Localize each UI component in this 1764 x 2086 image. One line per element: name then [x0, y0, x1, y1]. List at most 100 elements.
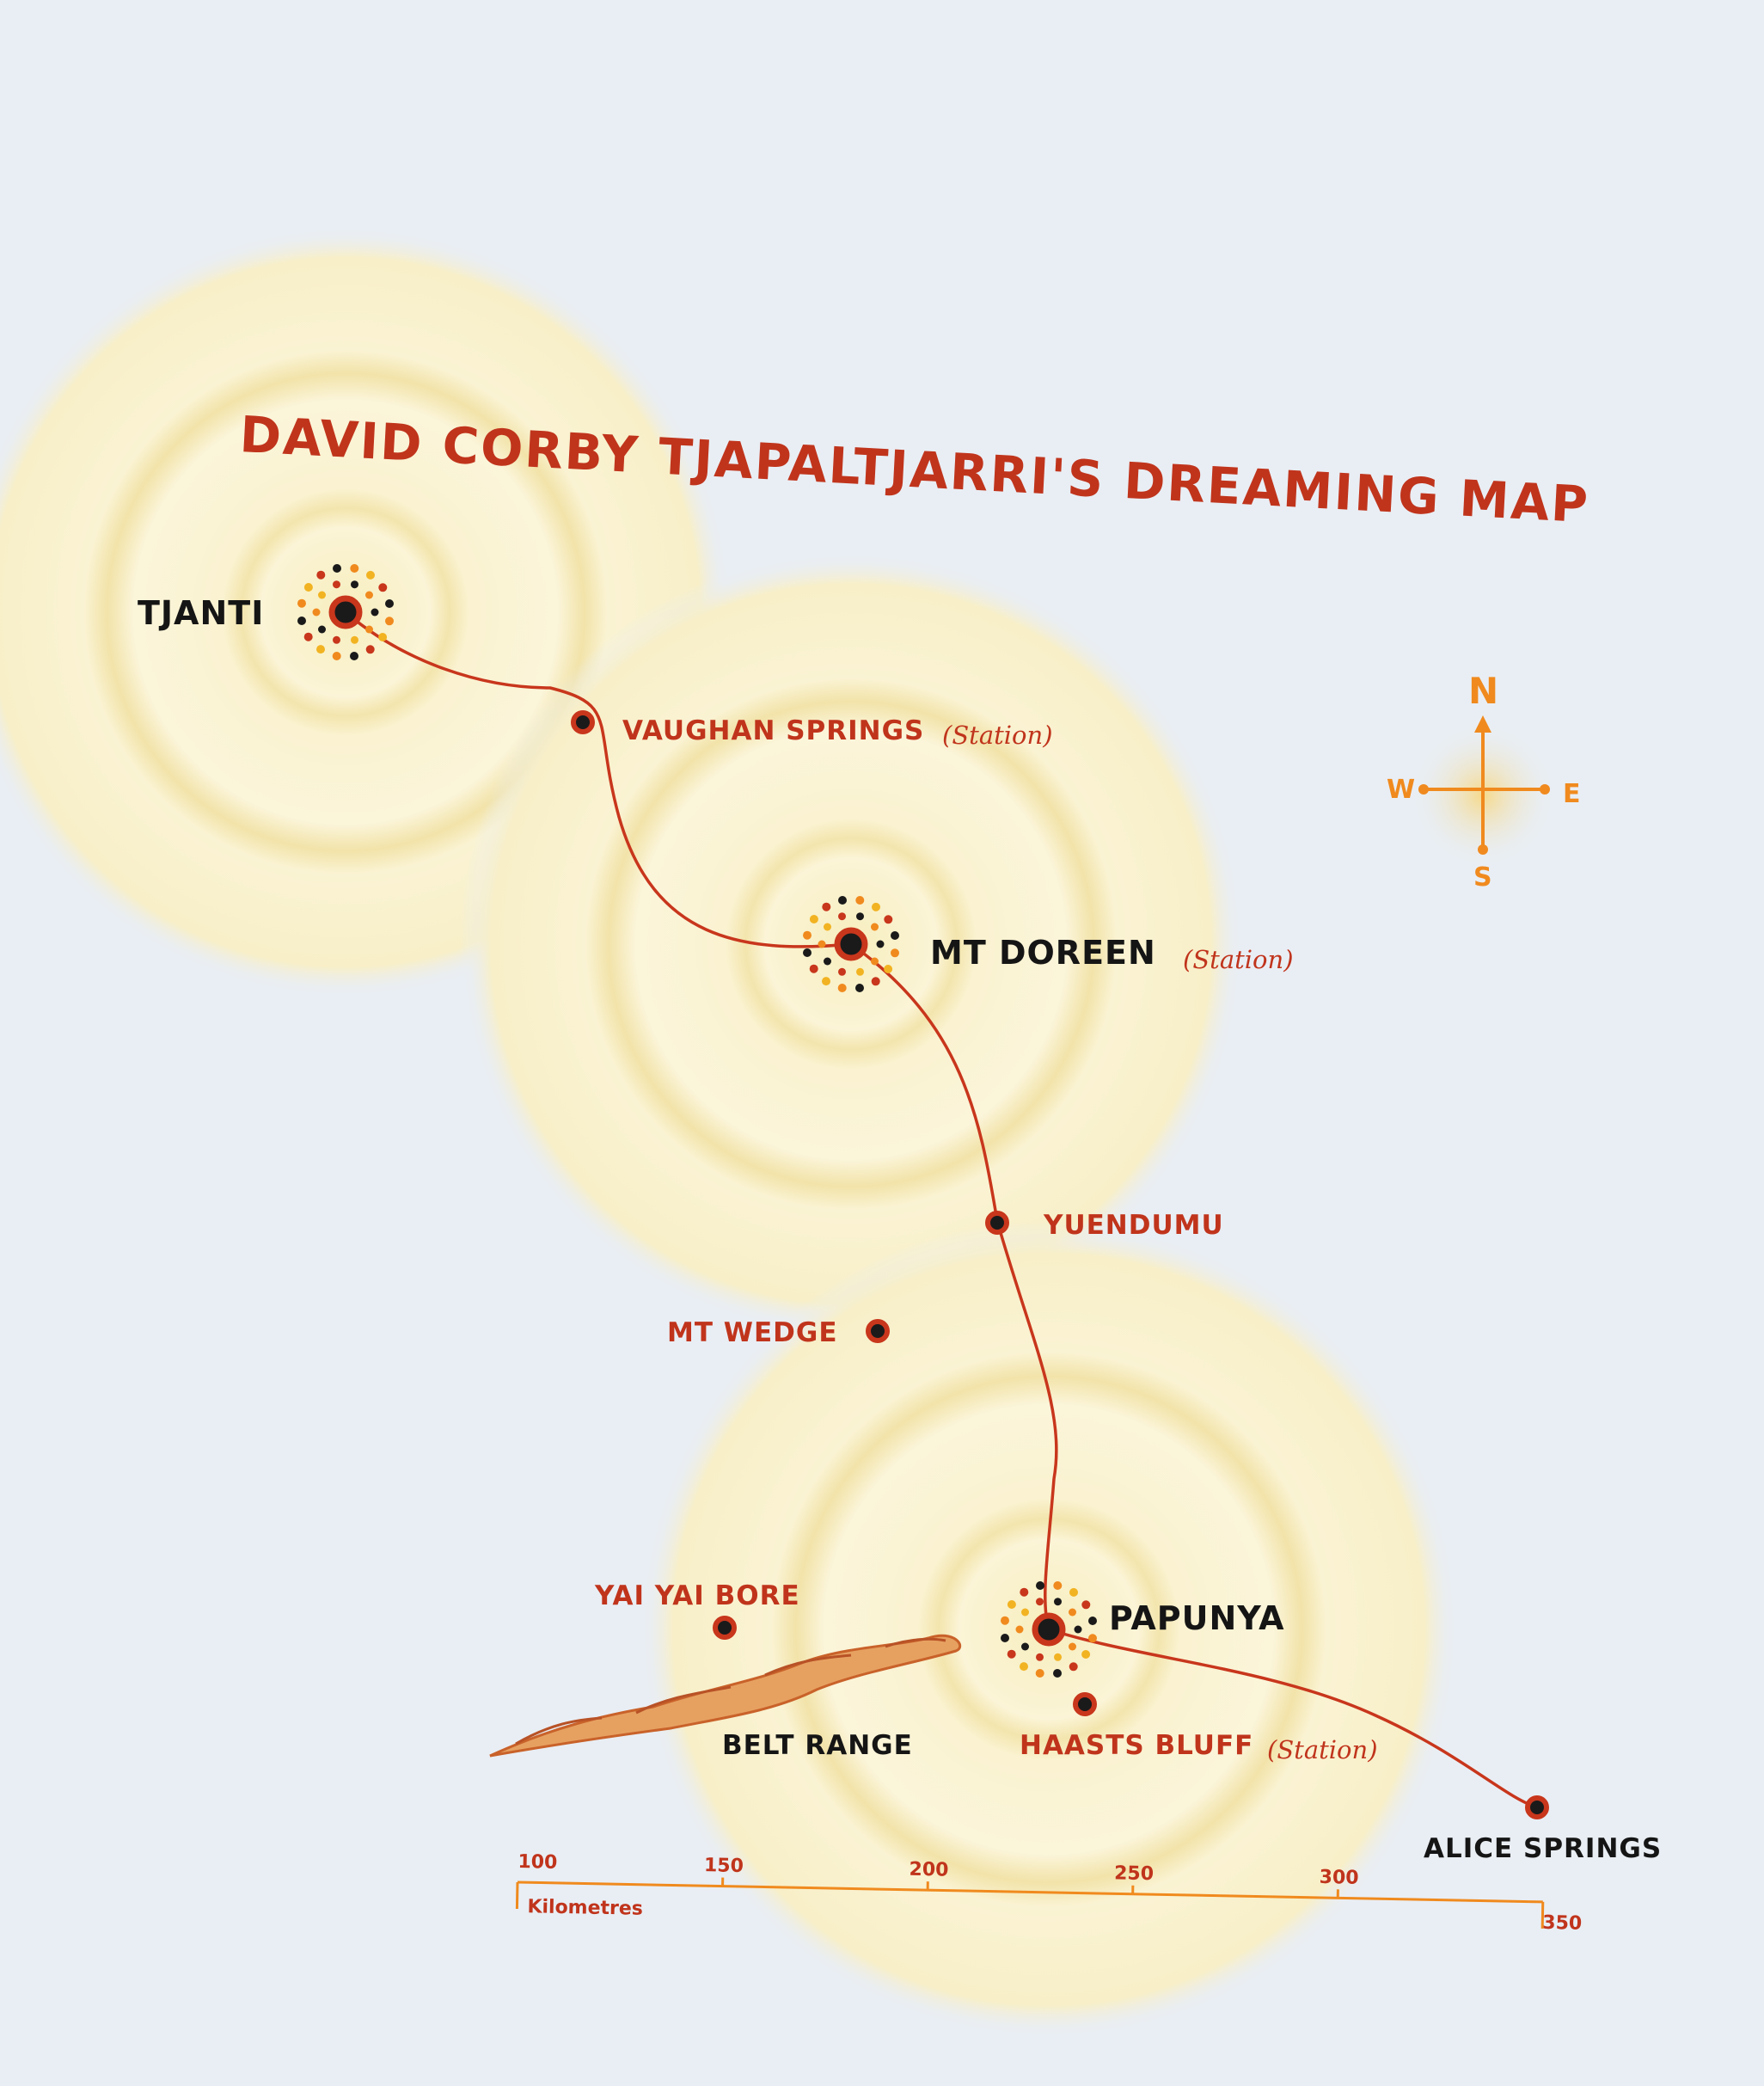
ring-dot — [824, 923, 831, 931]
scale-tick-label: 250 — [1114, 1862, 1154, 1885]
ring-dot — [318, 626, 326, 634]
ring-dot — [1021, 1609, 1029, 1617]
scale-tick-label: 300 — [1319, 1867, 1358, 1889]
ring-dot — [351, 580, 358, 588]
ring-dot — [366, 645, 375, 653]
ring-dot — [822, 977, 830, 985]
scale-tick-label: 100 — [518, 1851, 557, 1874]
ring-dot — [385, 617, 394, 625]
place-marker-haasts-bluff[interactable] — [1075, 1695, 1094, 1714]
ring-dot — [810, 915, 818, 923]
ring-dot — [803, 931, 812, 940]
ring-dot — [838, 896, 847, 905]
ring-dot — [318, 592, 326, 599]
ring-dot — [1053, 1581, 1062, 1590]
compass-south-label: S — [1473, 862, 1492, 893]
ring-dot — [1036, 1653, 1044, 1661]
ring-dot — [884, 915, 892, 923]
place-marker-vaughan-springs[interactable] — [573, 713, 592, 732]
ring-dot — [350, 564, 358, 573]
ring-dot — [1001, 1617, 1009, 1625]
compass-rose: N S W E — [1387, 670, 1581, 893]
ring-dot — [1008, 1650, 1016, 1659]
ring-dot — [304, 633, 313, 641]
ring-dot — [1054, 1653, 1062, 1661]
label-belt-range: BELT RANGE — [722, 1730, 913, 1761]
ring-dot — [1069, 1643, 1076, 1651]
ring-dot — [385, 599, 394, 608]
ring-dot — [872, 903, 880, 911]
ring-dot — [366, 571, 375, 580]
site-marker-papunya[interactable] — [1035, 1616, 1063, 1643]
ring-dot — [378, 633, 387, 641]
ring-dot — [297, 599, 306, 608]
compass-east-label: E — [1563, 779, 1581, 809]
label-mt-wedge: MT WEDGE — [667, 1317, 838, 1348]
ring-dot — [1069, 1662, 1078, 1671]
ring-dot — [350, 652, 358, 660]
ring-dot — [316, 571, 325, 580]
ring-dot — [1053, 1669, 1062, 1678]
label-mt-doreen: MT DOREEN — [930, 934, 1156, 972]
ring-dot — [871, 958, 879, 966]
label-vaughan-springs: VAUGHAN SPRINGS — [622, 715, 924, 746]
scale-tick-label: 350 — [1542, 1912, 1582, 1935]
ring-dot — [297, 617, 306, 625]
place-marker-yai-yai-bore[interactable] — [715, 1618, 734, 1637]
ring-dot — [1036, 1581, 1044, 1590]
ring-dot — [304, 583, 313, 592]
ring-dot — [872, 977, 880, 985]
compass-north-label: N — [1468, 670, 1498, 712]
ring-dot — [855, 896, 864, 905]
ring-dot — [1088, 1617, 1097, 1625]
label-yuendumu: YUENDUMU — [1043, 1210, 1224, 1241]
ring-dot — [1036, 1669, 1044, 1678]
ring-dot — [333, 636, 340, 644]
ring-dot — [333, 580, 340, 588]
ring-dot — [891, 931, 899, 940]
ring-dot — [1088, 1634, 1097, 1642]
ring-dot — [871, 923, 879, 931]
ring-dot — [365, 592, 373, 599]
ring-dot — [810, 965, 818, 973]
note-vaughan-springs: (Station) — [942, 721, 1053, 750]
label-haasts-bluff: HAASTS BLUFF — [1020, 1730, 1253, 1761]
label-alice-springs: ALICE SPRINGS — [1424, 1833, 1662, 1864]
place-marker-alice-springs[interactable] — [1528, 1798, 1547, 1817]
ring-dot — [884, 965, 892, 973]
ring-dot — [365, 626, 373, 634]
note-haasts-bluff: (Station) — [1267, 1735, 1378, 1764]
ring-dot — [855, 984, 864, 992]
ring-dot — [803, 948, 812, 957]
label-yai-yai-bore: YAI YAI BORE — [594, 1580, 800, 1611]
ring-dot — [1016, 1626, 1024, 1634]
ring-dot — [1069, 1609, 1076, 1617]
ring-dot — [856, 968, 864, 976]
ring-dot — [824, 958, 831, 966]
label-tjanti: TJANTI — [138, 594, 264, 632]
ring-dot — [351, 636, 358, 644]
scale-tick-label: 150 — [704, 1855, 744, 1877]
ring-dot — [333, 652, 341, 660]
site-marker-mt-doreen[interactable] — [837, 930, 865, 958]
ring-dot — [1054, 1598, 1062, 1605]
ring-dot — [891, 948, 899, 957]
ring-dot — [822, 903, 830, 911]
ring-dot — [1020, 1588, 1028, 1597]
ring-dot — [1001, 1634, 1009, 1642]
ring-dot — [1081, 1600, 1090, 1609]
place-marker-yuendumu[interactable] — [988, 1213, 1007, 1232]
ring-dot — [1021, 1643, 1029, 1651]
ring-dot — [818, 941, 826, 948]
ring-dot — [1081, 1650, 1090, 1659]
scale-tick-label: 200 — [909, 1859, 948, 1881]
ring-dot — [378, 583, 387, 592]
ring-dot — [333, 564, 341, 573]
place-marker-mt-wedge[interactable] — [868, 1322, 887, 1341]
ring-dot — [838, 912, 846, 920]
ring-dot — [838, 984, 847, 992]
ring-dot — [1069, 1588, 1078, 1597]
ring-dot — [316, 645, 325, 653]
site-marker-tjanti[interactable] — [332, 598, 359, 626]
